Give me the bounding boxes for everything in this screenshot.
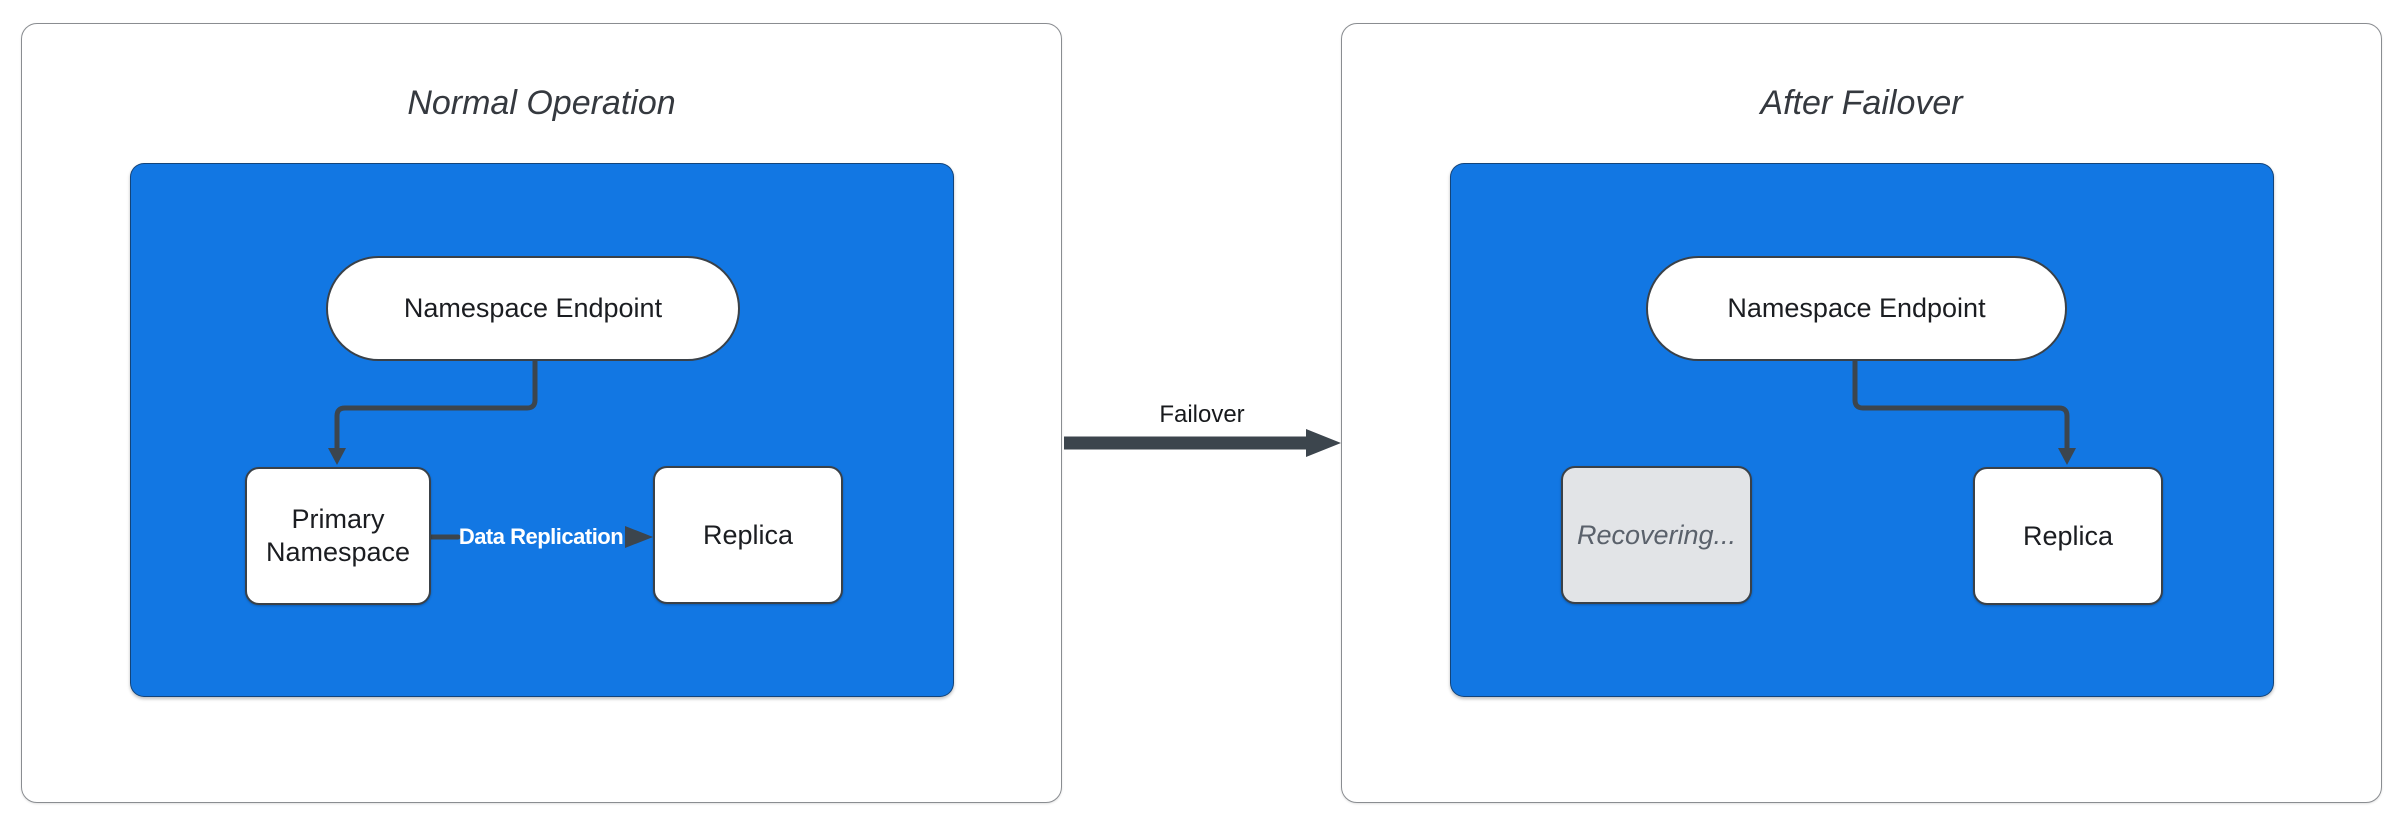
normal-operation-title: Normal Operation bbox=[407, 84, 676, 122]
data-replication-label: Data Replication bbox=[458, 524, 624, 549]
recovering-node: Recovering... bbox=[1561, 466, 1752, 604]
primary-namespace-node: Primary Namespace bbox=[245, 467, 431, 605]
failover-namespace-cluster bbox=[1450, 163, 2274, 697]
failover-arrowhead bbox=[1306, 429, 1341, 457]
failover-replica-node: Replica bbox=[1973, 467, 2163, 605]
normal-namespace-cluster bbox=[130, 163, 954, 697]
normal-replica-node: Replica bbox=[653, 466, 843, 604]
failover-namespace-endpoint-node: Namespace Endpoint bbox=[1646, 256, 2067, 361]
normal-namespace-endpoint-node: Namespace Endpoint bbox=[326, 256, 740, 361]
after-failover-title: After Failover bbox=[1760, 84, 1963, 122]
failover-arrow-label: Failover bbox=[1159, 401, 1245, 428]
